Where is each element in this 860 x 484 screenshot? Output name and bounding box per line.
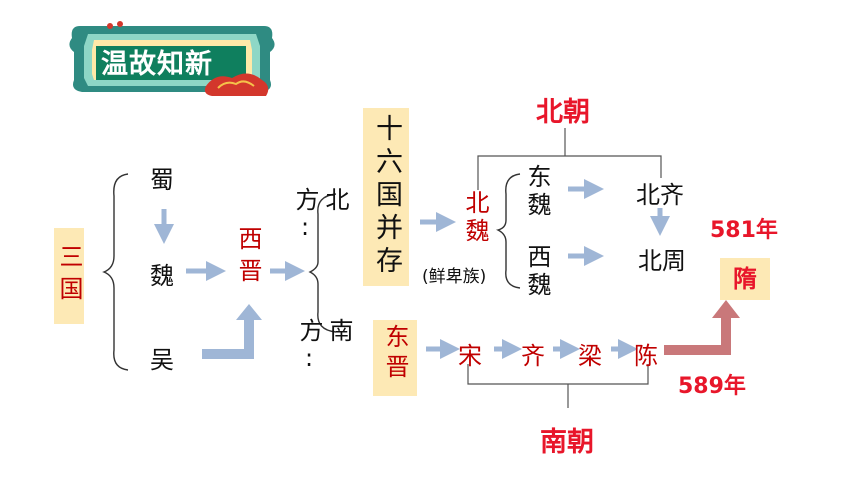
northern-zhou-label: 北周	[638, 247, 686, 275]
southern-dynasties-title: 南朝	[540, 427, 594, 458]
western-wei-label: 西魏	[523, 244, 551, 300]
wu-to-xijin-arrow	[202, 318, 254, 359]
banner-title: 温故知新	[101, 49, 213, 80]
three-kingdoms-label: 三国	[54, 228, 84, 324]
sui-box: 隋	[720, 258, 770, 300]
qi-dynasty: 齐	[521, 342, 545, 370]
banner-frame-icon	[69, 21, 275, 96]
eastern-wei-label: 东魏	[523, 164, 551, 220]
xianbei-note: (鲜卑族)	[422, 267, 487, 287]
northern-wei-label: 北魏	[461, 190, 489, 246]
liang-dynasty: 梁	[578, 342, 602, 370]
eastern-jin-box: 东晋	[373, 320, 417, 396]
sui-year-581: 581年	[710, 218, 778, 243]
shu-label: 蜀	[150, 166, 174, 194]
northern-dynasties-title: 北朝	[536, 97, 590, 128]
western-jin-label: 西晋	[234, 226, 262, 290]
bracket-south	[467, 364, 649, 385]
brace-three-kingdoms	[102, 173, 129, 371]
chen-to-sui-arrow	[664, 316, 731, 355]
brace-north-south	[308, 193, 337, 333]
northern-qi-label: 北齐	[636, 181, 684, 209]
south-label: 南方:	[295, 318, 353, 374]
north-label: 北方:	[291, 187, 349, 243]
brace-wei-split	[495, 173, 521, 289]
sui-year-589: 589年	[678, 374, 746, 399]
wei-label: 魏	[150, 262, 174, 290]
sixteen-kingdoms-box: 十六国并存	[363, 108, 409, 286]
song-dynasty: 宋	[458, 342, 482, 370]
bracket-north	[477, 155, 662, 190]
chen-dynasty: 陈	[634, 342, 658, 370]
wu-label: 吴	[150, 346, 174, 374]
title-banner	[66, 16, 278, 102]
